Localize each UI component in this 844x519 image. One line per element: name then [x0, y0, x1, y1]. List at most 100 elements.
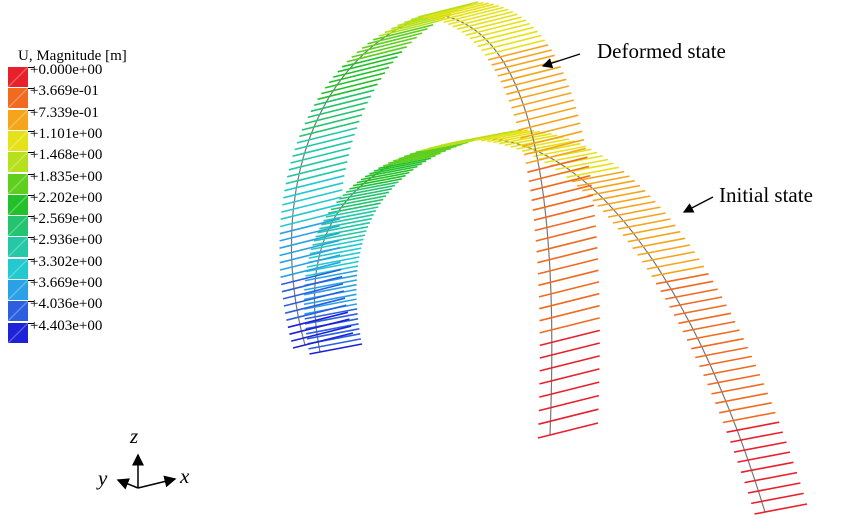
arch-rib	[726, 421, 780, 433]
arch-rib	[282, 283, 344, 300]
arch-rib	[537, 422, 599, 439]
arch-rib	[307, 101, 368, 119]
arch-rib	[351, 41, 412, 58]
arch-rib	[642, 251, 695, 263]
arch-rib	[337, 56, 398, 73]
arch-rib	[304, 279, 357, 291]
arch-rib	[535, 225, 596, 242]
arch-rib	[500, 66, 561, 83]
axis-triad	[116, 453, 177, 490]
legend-swatch	[8, 194, 28, 215]
arch-rib	[740, 461, 794, 474]
legend-tickmark	[28, 152, 34, 154]
arch-rib	[660, 280, 714, 293]
legend-tick-label: +1.468e+00	[30, 147, 103, 164]
arch-rib	[612, 212, 666, 224]
arch-rib	[308, 338, 362, 350]
arch-rib	[730, 431, 783, 443]
arch-rib	[566, 166, 619, 179]
legend-swatch	[8, 301, 28, 322]
arch-rib	[317, 83, 378, 101]
arch-rib	[349, 178, 403, 190]
arch-rib	[305, 265, 359, 277]
arch-rib	[518, 114, 579, 131]
arch-rib	[433, 3, 494, 21]
arch-rib	[292, 140, 353, 157]
arch-rib	[304, 107, 365, 125]
arch-rib	[686, 329, 740, 341]
arch-rib	[678, 312, 732, 325]
legend-tick-label: +4.036e+00	[30, 296, 103, 313]
arch-rib	[539, 342, 600, 359]
arch-rib	[747, 482, 801, 494]
arch-rib	[751, 492, 804, 505]
arch-rib	[304, 313, 358, 325]
legend-swatch	[8, 109, 28, 130]
arch-rib	[378, 20, 440, 37]
arch-rib	[280, 261, 341, 278]
arch-rib	[306, 256, 360, 268]
legend-tickmark	[28, 130, 34, 132]
deformed-state-arch	[279, 1, 600, 439]
arch-rib	[391, 13, 452, 30]
legend-tick-label: +3.669e-01	[30, 83, 99, 100]
arch-rib	[544, 151, 598, 164]
arch-rib	[314, 89, 375, 106]
arch-rib	[291, 325, 352, 342]
legend-tickmark	[28, 67, 34, 68]
arch-rib	[294, 133, 355, 151]
arch-rib	[539, 329, 600, 347]
arch-rib	[504, 134, 558, 146]
arch-rib	[417, 1, 479, 18]
arch-rib	[369, 163, 422, 175]
legend-tick-label: +1.835e+00	[30, 168, 103, 185]
arch-rib	[356, 171, 410, 184]
arch-rib	[539, 355, 600, 372]
arch-rib	[488, 44, 549, 61]
arch-rib	[481, 129, 535, 142]
arch-rib	[284, 174, 345, 192]
arch-rib	[373, 24, 434, 41]
legend-tickmark	[28, 322, 34, 324]
arch-rib	[530, 174, 591, 192]
arch-rib	[521, 140, 575, 152]
arch-rib	[627, 230, 681, 243]
arch-rib	[538, 408, 599, 425]
arch-rib	[383, 155, 436, 167]
arch-rib	[288, 154, 349, 171]
arch-rib	[304, 269, 358, 282]
arch-rib	[330, 198, 384, 211]
arch-rib	[539, 304, 600, 322]
y-axis-label: y	[98, 466, 108, 490]
arch-rib	[571, 170, 625, 183]
arch-rib	[534, 214, 596, 232]
arch-rib	[632, 237, 686, 250]
arch-rib	[719, 402, 772, 414]
arch-rib	[522, 130, 583, 148]
arch-rib	[527, 156, 588, 173]
arch-rib	[576, 175, 630, 187]
legend-tick-label: +3.669e+00	[30, 275, 103, 291]
arch-rib	[356, 36, 417, 54]
legend-tick-label: +3.302e+00	[30, 253, 103, 270]
legend-tick-label: +1.101e+00	[30, 125, 103, 142]
arch-rib	[533, 204, 595, 221]
arch-rib	[461, 16, 522, 33]
arch-rib	[367, 28, 428, 45]
arch-rib	[309, 343, 363, 355]
legend-tickmark	[28, 301, 34, 303]
arch-rib	[617, 218, 671, 230]
legend-swatch	[8, 88, 28, 109]
arch-rib	[715, 392, 768, 405]
arch-rib	[388, 152, 441, 165]
legend-tickmark	[28, 258, 34, 260]
arch-rib	[555, 158, 609, 171]
arch-rib	[360, 168, 414, 181]
arch-rib	[707, 373, 761, 386]
arch-rib	[398, 147, 452, 160]
arch-rib	[283, 182, 344, 199]
arch-rib	[491, 49, 552, 66]
arch-rib	[281, 275, 343, 293]
legend-tick-label: +7.339e-01	[30, 104, 99, 121]
arch-rib	[321, 213, 374, 226]
